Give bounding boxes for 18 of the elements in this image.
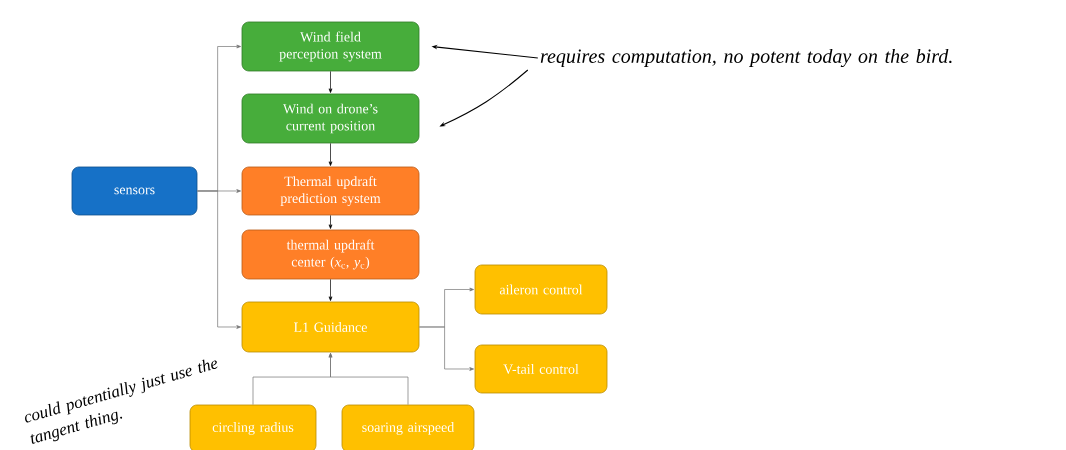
- process-box: Wind field perception system: [241, 21, 420, 72]
- process-box: thermal updraft center (x$_{c}$, y$_{c}$): [241, 229, 420, 280]
- process-box: Wind on drone’s current position: [241, 93, 420, 144]
- arrow: [328, 71, 333, 93]
- arrow: [328, 279, 333, 301]
- process-box: L1 Guidance: [241, 301, 420, 353]
- process-box: circling radius: [189, 404, 317, 450]
- process-box: sensors: [71, 166, 198, 216]
- handwritten-note: requires computation, no potent today on the bird.: [540, 48, 952, 68]
- arrow: [328, 143, 333, 166]
- process-box: V-tail control: [474, 344, 608, 394]
- process-box: soaring airspeed: [341, 404, 475, 450]
- arrow: [419, 326, 474, 371]
- process-box: Thermal updraft prediction system: [241, 166, 420, 216]
- arrow: [328, 215, 333, 229]
- arrow: [197, 190, 241, 329]
- arrow: [328, 353, 409, 405]
- process-box: aileron control: [474, 264, 608, 315]
